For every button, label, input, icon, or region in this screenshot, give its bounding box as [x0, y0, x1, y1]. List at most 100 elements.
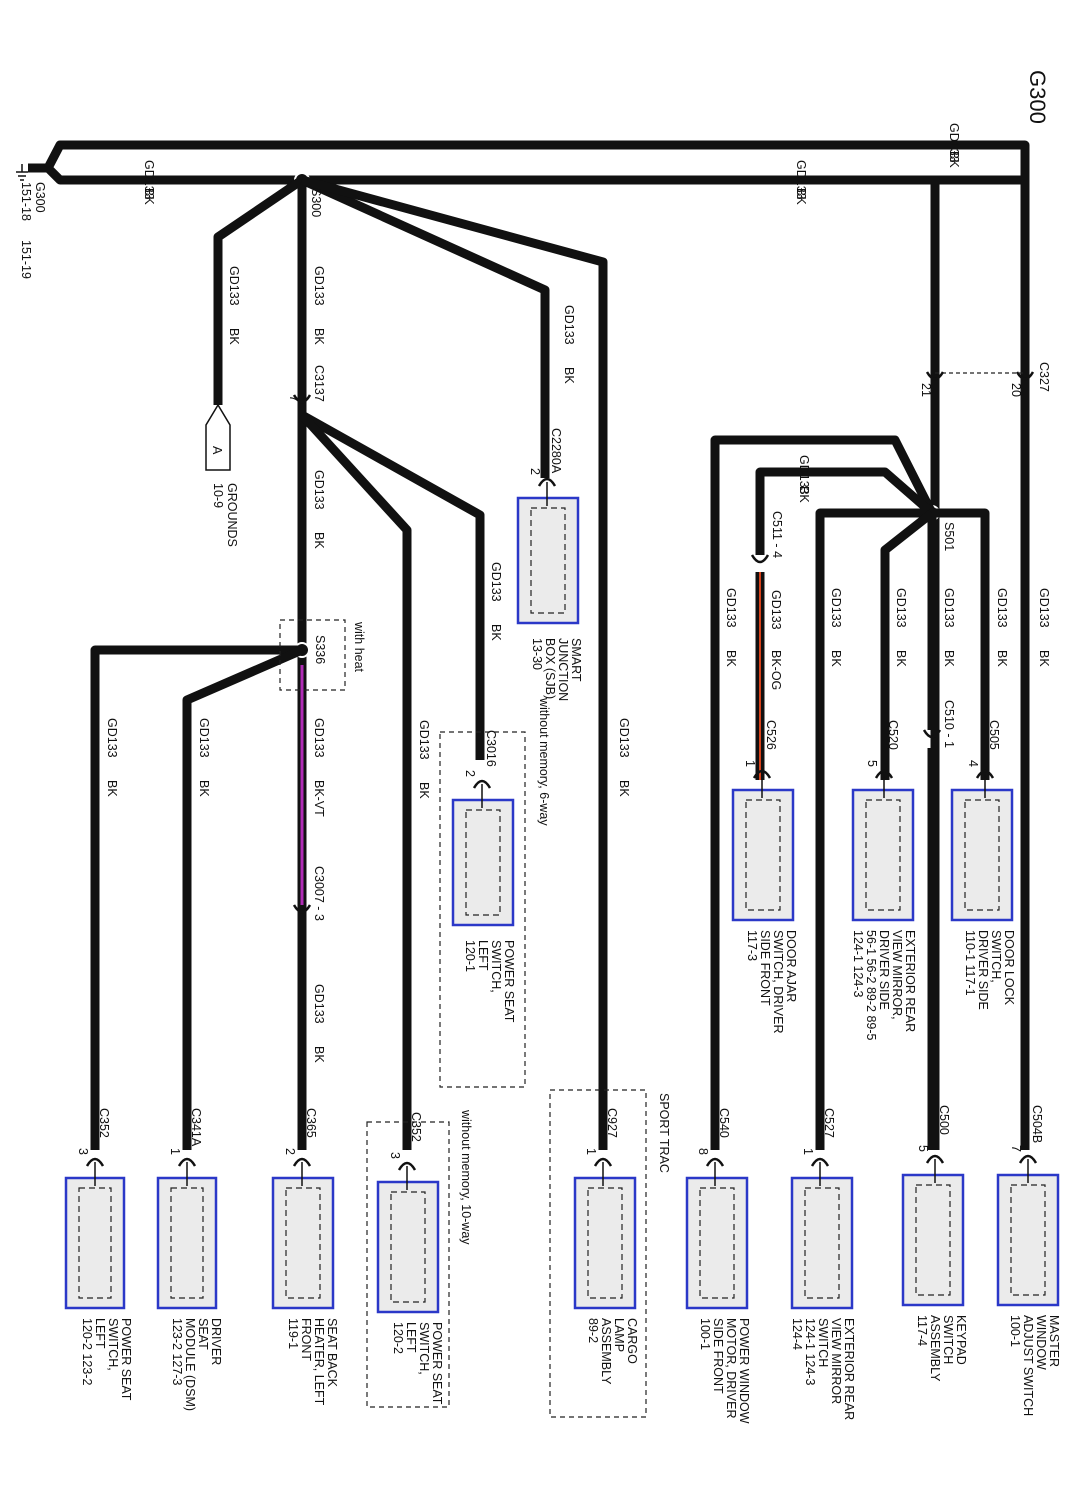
c3137-pin: 7 [287, 395, 301, 402]
component-label-line: LEFT [404, 1322, 418, 1353]
wire-main-color: BK [142, 188, 156, 205]
component-box [64, 1176, 126, 1310]
component-label-line: ASSEMBLY [599, 1318, 613, 1385]
branch-10way [298, 411, 412, 1150]
component-label-line: POWER WINDOW [737, 1318, 751, 1424]
component-label-line: MODULE (DSM) [183, 1318, 197, 1411]
pin-chevron [397, 1161, 417, 1171]
component-box [790, 1176, 854, 1310]
component-label-line: 56-1 56-2 89-2 89-5 [864, 930, 878, 1041]
component-inner [1010, 1184, 1046, 1296]
branch-cargo [300, 175, 608, 1150]
branch-mirror-switch [815, 508, 932, 1150]
ground-ref: G300 [33, 182, 47, 213]
branch-mirror [880, 509, 935, 780]
pin-chevron [593, 1157, 613, 1167]
component-inner [285, 1187, 321, 1299]
component-inner [78, 1187, 112, 1299]
wire-keypad-circuit: GD133 [942, 588, 956, 628]
connector-pin: 7 [1009, 1145, 1023, 1152]
wire-power-window-color: BK [724, 650, 738, 667]
connector-pin: 5 [916, 1145, 930, 1152]
c510-label: C510 - 1 [942, 700, 956, 748]
wire-mirror-switch-circuit: GD133 [829, 588, 843, 628]
pin-chevron [810, 1157, 830, 1167]
branch-6way [299, 411, 485, 760]
wire-heat-color: BK-VT [312, 780, 326, 817]
component-label-line: SWITCH, [489, 940, 503, 993]
pin-chevron [874, 769, 894, 779]
wire-10way-circuit: GD133 [417, 720, 431, 760]
component-label-line: POWER SEAT [119, 1318, 133, 1401]
component-inner [170, 1187, 204, 1299]
connector-pin: 2 [463, 770, 477, 777]
wire-main-circuit: GD133 [142, 160, 156, 200]
grounds-ref-page: 10-9 [211, 483, 225, 508]
connector-name: C526 [764, 720, 778, 750]
component-label-line: CARGO [625, 1318, 639, 1364]
component-label-line: POWER SEAT [430, 1322, 444, 1405]
c327-name: C327 [1037, 362, 1051, 392]
component-box [516, 496, 580, 625]
connector-name: C341A [189, 1108, 203, 1147]
ground-page-1: 151-18 [19, 182, 33, 221]
component-box [573, 1176, 637, 1310]
component-label-line: 117-4 [915, 1315, 929, 1346]
component-box [451, 798, 515, 927]
connectors: A [16, 164, 1038, 1171]
connector-pin: 2 [283, 1148, 297, 1155]
component-label-line: MASTER [1047, 1315, 1061, 1367]
component-inner [745, 799, 781, 911]
c327-chevron-21 [925, 371, 945, 381]
wire-door-lock-circuit: GD133 [995, 588, 1009, 628]
component-inner [699, 1187, 735, 1299]
wire-center-lower-circuit: GD133 [312, 984, 326, 1024]
wire-mirror-circuit: GD133 [894, 588, 908, 628]
component-label-line: SWITCH, DRIVER [771, 930, 785, 1033]
component-label-line: ASSEMBLY [928, 1315, 942, 1382]
component-label-line: JUNCTION [556, 638, 570, 701]
component-label-line: VIEW MIRROR [829, 1318, 843, 1404]
wire-6way-circuit: GD133 [489, 562, 503, 602]
component-box [731, 788, 795, 922]
branch-grounds [213, 176, 305, 405]
pin-chevron [705, 1157, 725, 1167]
pin-chevron [1018, 1154, 1038, 1164]
wire-power-window-circuit: GD133 [724, 588, 738, 628]
wire-cargo-circuit: GD133 [617, 718, 631, 758]
component-inner [865, 799, 901, 911]
wire-sjb-circuit: GD133 [562, 305, 576, 345]
trunk-master-window [44, 140, 1030, 1150]
pin-chevron [85, 1157, 105, 1167]
branch-power-seat-left [90, 645, 302, 1150]
c510-chevron [922, 729, 942, 739]
wire-top-circuit: GD133 [947, 123, 961, 163]
pin-chevron [177, 1157, 197, 1167]
option-boxes [279, 619, 647, 1418]
c3137-name: C3137 [312, 365, 326, 402]
component-label-line: ADJUST SWITCH [1021, 1315, 1035, 1416]
component-box [156, 1176, 218, 1310]
connector-name: C504B [1030, 1105, 1044, 1143]
option-box-6way [439, 731, 526, 1088]
wire-door-ajar-top-color: BK [797, 486, 811, 503]
wire-center-upper-color: BK [312, 328, 326, 345]
wire-power-seat-left-circuit: GD133 [105, 718, 119, 758]
grounds-ref-label: GROUNDS [225, 483, 239, 547]
ground-symbol-icon [16, 164, 28, 181]
connector-name: C365 [304, 1108, 318, 1138]
component-inner [915, 1184, 951, 1296]
component-box [950, 788, 1014, 922]
component-label-line: SIDE FRONT [711, 1318, 725, 1394]
component-label-line: 120-2 123-2 [80, 1318, 94, 1385]
component-label-line: LEFT [93, 1318, 107, 1349]
wire-door-ajar-circuit: GD133 [769, 590, 783, 630]
